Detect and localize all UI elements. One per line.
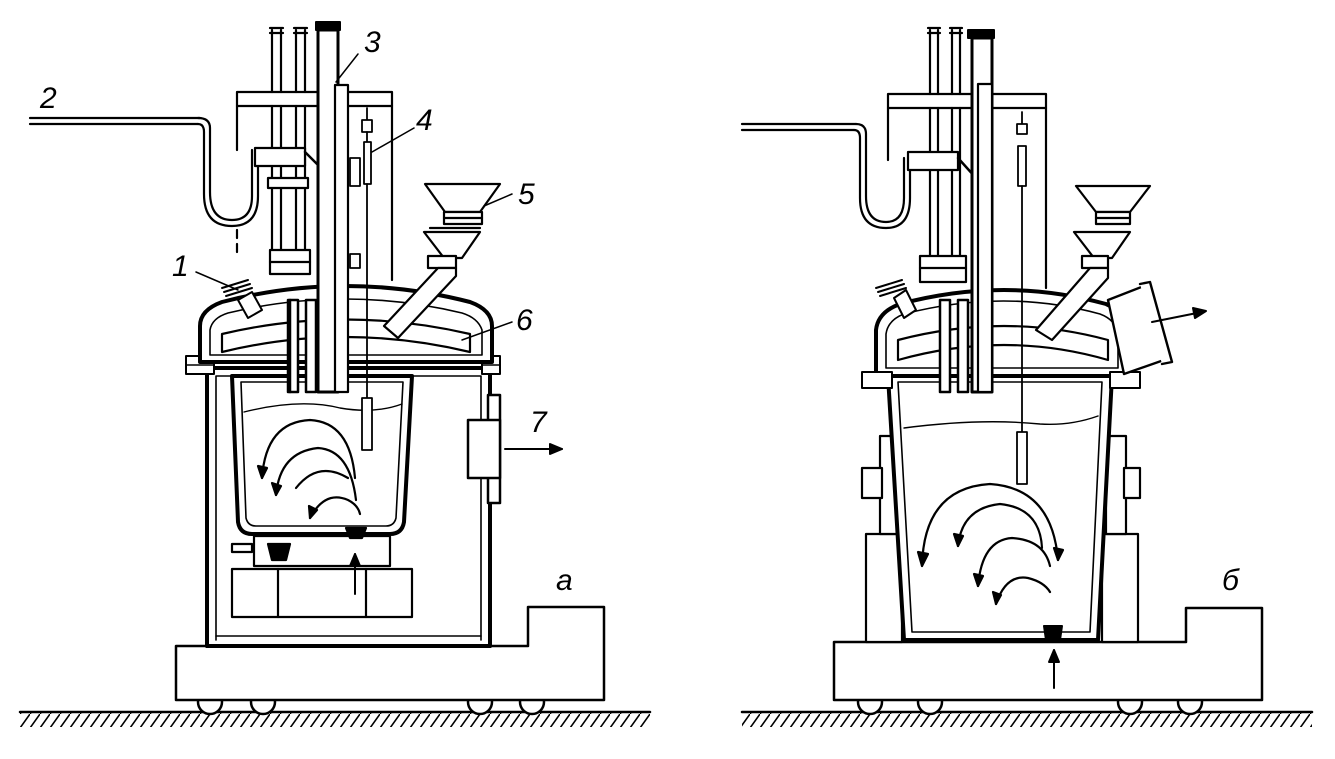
top-frame-b xyxy=(886,26,1048,290)
gas-inlet-b xyxy=(1043,625,1063,689)
callout-3: 3 xyxy=(364,26,381,59)
ladle-a xyxy=(230,374,414,536)
diagram-a: 1 2 3 4 5 6 7 а xyxy=(18,21,652,727)
side-supports-b xyxy=(860,434,1142,644)
snorkels-a xyxy=(286,298,318,394)
cart-b xyxy=(832,606,1264,702)
callout-leaders-a xyxy=(195,53,513,341)
ladle-stand-a xyxy=(230,526,414,619)
outlet-duct-b xyxy=(1106,280,1174,376)
callout-1: 1 xyxy=(172,250,189,283)
flow-arrow-b xyxy=(1151,307,1207,323)
diagram-b: б xyxy=(740,26,1314,727)
valve-1 xyxy=(221,279,263,319)
callout-4: 4 xyxy=(416,104,433,137)
ground-a xyxy=(18,710,652,727)
hopper-b xyxy=(1034,184,1152,342)
valve-b xyxy=(875,279,917,319)
cart-a xyxy=(174,605,606,702)
panel-label-a: а xyxy=(556,564,573,597)
lance-3 xyxy=(315,21,350,394)
callout-2: 2 xyxy=(39,82,57,115)
ground-b xyxy=(740,710,1314,727)
callout-7: 7 xyxy=(530,406,548,439)
sampler-b xyxy=(1016,111,1028,485)
ladle-b xyxy=(886,374,1114,642)
hopper-5 xyxy=(382,182,502,340)
snorkels-b xyxy=(938,298,970,394)
lance-b xyxy=(967,29,995,394)
circulation-arrows-b xyxy=(916,482,1065,606)
top-frame-a xyxy=(235,26,394,282)
callout-6: 6 xyxy=(516,304,533,337)
vacuum-line-2 xyxy=(28,116,327,254)
flow-arrow-7 xyxy=(504,443,563,455)
vacuum-line-b xyxy=(740,122,978,230)
outlet-port-a xyxy=(466,393,502,505)
callout-5: 5 xyxy=(518,178,535,211)
circulation-arrows-a xyxy=(256,418,362,520)
sampler-4 xyxy=(349,107,373,451)
panel-label-b: б xyxy=(1222,564,1240,597)
gas-inlet-arrow-a xyxy=(349,553,361,595)
